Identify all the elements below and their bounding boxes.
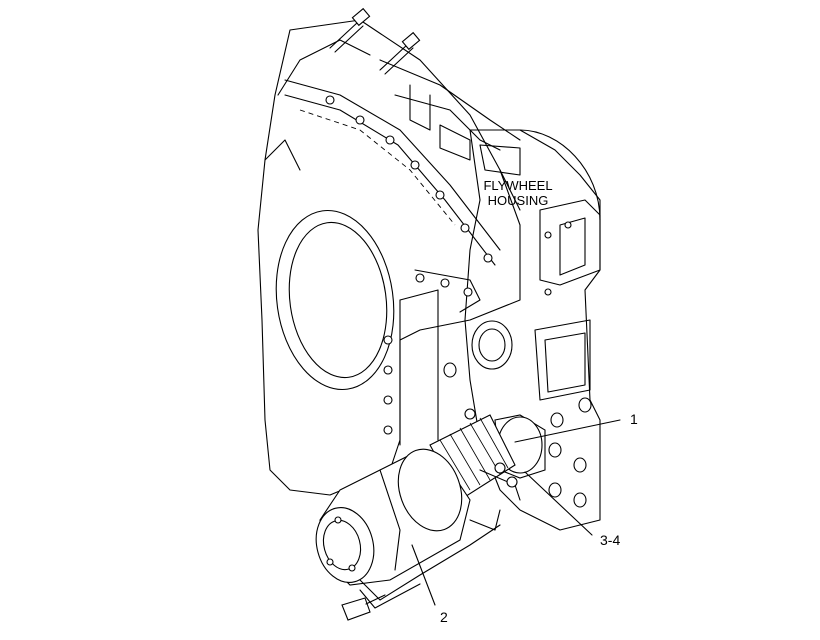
center-rib	[383, 269, 481, 446]
flange-band	[284, 79, 501, 266]
callout-leader-2	[411, 544, 436, 606]
flywheel-opening	[275, 209, 395, 391]
housing-label-line2: HOUSING	[488, 193, 549, 208]
callout-label-3-4: 3-4	[600, 532, 620, 548]
callout-label-2: 2	[440, 609, 448, 625]
housing-label-line1: FLYWHEEL	[483, 178, 552, 193]
starter-motor	[315, 408, 546, 621]
callout-leader-3-4	[524, 471, 593, 536]
side-port	[443, 320, 513, 378]
callout-leader-1	[514, 419, 621, 443]
callout-label-1: 1	[630, 411, 638, 427]
top-bolts	[329, 7, 421, 75]
housing-label: FLYWHEEL HOUSING	[483, 178, 552, 208]
mount-holes	[548, 397, 592, 508]
right-housing-body	[464, 129, 601, 531]
callouts: 1 3-4 2	[411, 411, 638, 625]
